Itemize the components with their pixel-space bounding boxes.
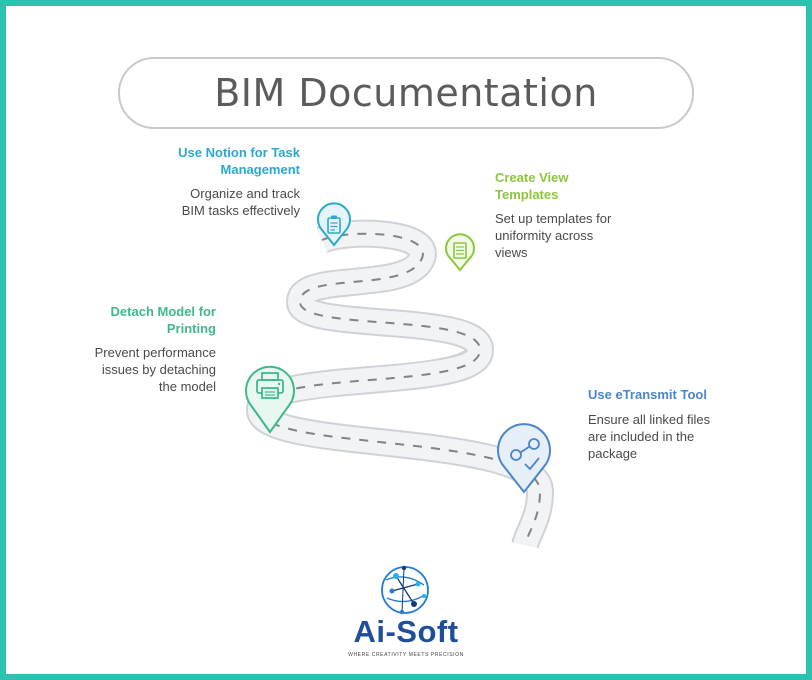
pin-view-templates (445, 233, 475, 272)
road-surface (260, 234, 540, 545)
step-view-templates-title: Create View Templates (495, 170, 569, 202)
title-pill: BIM Documentation (118, 57, 694, 129)
document-icon (453, 242, 467, 259)
network-globe-icon (381, 565, 429, 615)
step-etransmit-title: Use eTransmit Tool (588, 387, 707, 402)
page-title: BIM Documentation (214, 71, 598, 115)
step-notion-desc: Organize and track BIM tasks effectively (181, 186, 300, 218)
step-etransmit-desc: Ensure all linked files are included in … (588, 412, 711, 461)
pin-etransmit (497, 423, 551, 494)
step-notion-title: Use Notion for Task Management (178, 145, 300, 177)
step-view-templates-desc: Set up templates for uniformity across v… (495, 211, 612, 260)
share-icon (510, 438, 540, 471)
step-detach-model-desc: Prevent performance issues by detaching … (94, 345, 216, 394)
clipboard-icon (327, 215, 341, 234)
printer-icon (256, 372, 284, 399)
logo-tagline: WHERE CREATIVITY MEETS PRECISION (348, 652, 464, 658)
step-detach-model-title: Detach Model for Printing (110, 304, 216, 336)
logo-wordmark: Ai-Soft (353, 614, 459, 649)
pin-detach-model (245, 365, 295, 434)
pin-notion (317, 202, 351, 247)
